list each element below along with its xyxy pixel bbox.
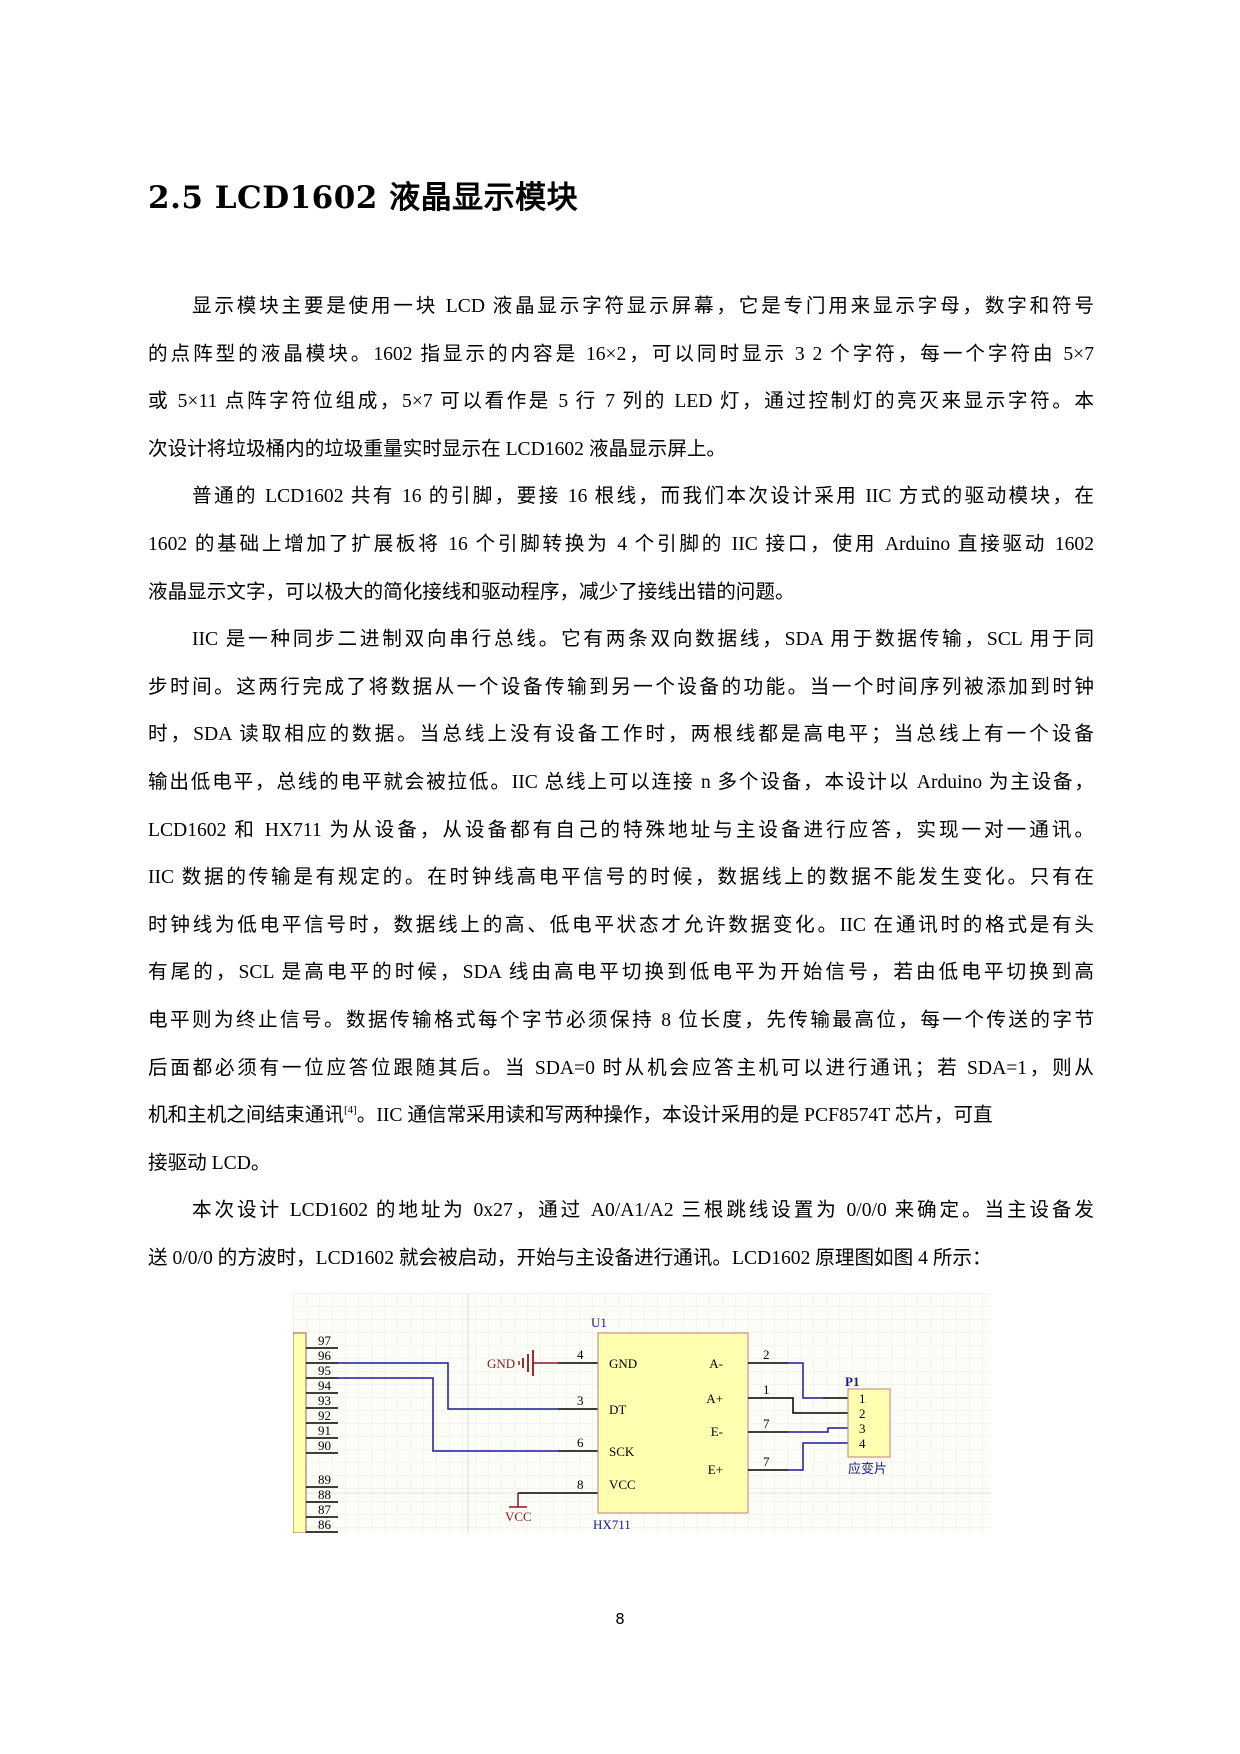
pin-number: 7 [763, 1454, 770, 1469]
pin-number: 6 [577, 1435, 584, 1450]
chip-pin-name: SCK [609, 1444, 635, 1459]
p1-name: 应变片 [848, 1461, 887, 1476]
chip-pin-name: GND [609, 1356, 637, 1371]
signal-wires [338, 1362, 558, 1452]
connector-pin-label: 93 [318, 1393, 331, 1408]
paragraph-3-line-6: IIC 数据的传输是有规定的。在时钟线高电平信号的时候，数据线上的数据不能发生变… [148, 867, 1094, 889]
paragraph-1-line-2: 的点阵型的液晶模块。1602 指显示的内容是 16×2，可以同时显示 3 2 个… [148, 343, 1094, 365]
connector-pin-label: 89 [318, 1472, 331, 1487]
pin-number: 1 [763, 1382, 770, 1397]
chip-pin-name: VCC [609, 1477, 636, 1492]
connector-pin-label: 88 [318, 1487, 331, 1502]
pin-number: 8 [577, 1477, 584, 1492]
vcc-symbol: VCC [505, 1492, 598, 1524]
chip-pin-name: E+ [708, 1462, 723, 1477]
paragraph-3-line-1: IIC 是一种同步二进制双向串行总线。它有两条双向数据线，SDA 用于数据传输，… [192, 629, 1094, 651]
gnd-symbol: GND [487, 1350, 598, 1376]
connector-pin-label: 95 [318, 1363, 331, 1378]
connector-pin-label: 96 [318, 1348, 332, 1363]
connector-pin-label: 86 [318, 1517, 332, 1532]
connector-pin-label: 90 [318, 1438, 331, 1453]
chip-pin-name: A- [709, 1356, 723, 1371]
connector-pin-label: 92 [318, 1408, 331, 1423]
connector-pin-label: 94 [318, 1378, 332, 1393]
paragraph-3-line-7: 时钟线为低电平信号时，数据线上的高、低电平状态才允许数据变化。IIC 在通讯时的… [148, 914, 1094, 936]
paragraph-3-line-10: 后面都必须有一位应答位跟随其后。当 SDA=0 时从机会应答主机可以进行通讯；若… [148, 1057, 1094, 1079]
pin-number: 7 [763, 1416, 770, 1431]
paragraph-2-line-1: 普通的 LCD1602 共有 16 的引脚，要接 16 根线，而我们本次设计采用… [192, 486, 1094, 508]
paragraph-4-line-1: 本次设计 LCD1602 的地址为 0x27，通过 A0/A1/A2 三根跳线设… [192, 1200, 1094, 1222]
vcc-label: VCC [505, 1509, 532, 1524]
paragraph-2-line-2: 1602 的基础上增加了扩展板将 16 个引脚转换为 4 个引脚的 IIC 接口… [148, 533, 1094, 555]
paragraph-2-line-3: 液晶显示文字，可以极大的简化接线和驱动程序，减少了接线出错的问题。 [148, 581, 795, 603]
citation-reference: [4] [343, 1104, 357, 1117]
connector-pin-label: 91 [318, 1423, 331, 1438]
p1-pin: 2 [859, 1406, 866, 1421]
chip-name: HX711 [593, 1517, 631, 1532]
gnd-label: GND [487, 1356, 515, 1371]
body-text: 显示模块主要是使用一块 LCD 液晶显示字符显示屏幕，它是专门用来显示字母，数字… [148, 283, 1094, 1282]
paragraph-3-line-11-text: 机和主机之间结束通讯 [148, 1105, 344, 1127]
paragraph-3-line-5: LCD1602 和 HX711 为从设备，从设备都有自己的特殊地址与主设备进行应… [148, 819, 1094, 841]
p1-pin: 4 [859, 1436, 866, 1451]
pin-number: 3 [577, 1393, 584, 1408]
chip-designator: U1 [591, 1315, 607, 1330]
p1-pin: 1 [859, 1391, 866, 1406]
paragraph-3-line-4: 输出低电平，总线的电平就会被拉低。IIC 总线上可以连接 n 多个设备，本设计以… [148, 771, 1094, 793]
paragraph-4-line-2: 送 0/0/0 的方波时，LCD1602 就会被启动，开始与主设备进行通讯。LC… [148, 1247, 992, 1269]
p1-pin: 3 [859, 1421, 866, 1436]
paragraph-1-line-3: 或 5×11 点阵字符位组成，5×7 可以看作是 5 行 7 列的 LED 灯，… [148, 391, 1094, 413]
paragraph-3-line-3: 时，SDA 读取相应的数据。当总线上没有设备工作时，两根线都是高电平；当总线上有… [148, 724, 1094, 746]
p1-designator: P1 [845, 1374, 859, 1389]
section-heading: 2.5 LCD1602 液晶显示模块 [148, 180, 579, 216]
paragraph-3-line-9: 电平则为终止信号。数据传输格式每个字节必须保持 8 位长度，先传输最高位，每一个… [148, 1009, 1094, 1031]
connector-pin-label: 87 [318, 1502, 332, 1517]
chip-pin-name: DT [609, 1402, 626, 1417]
chip-pin-name: A+ [706, 1391, 723, 1406]
hx711-chip: U1 GND DT SCK VCC A- A+ E- E+ HX711 [591, 1315, 749, 1532]
pin-number: 4 [577, 1347, 584, 1362]
paragraph-3-line-2: 步时间。这两行完成了将数据从一个设备传输到另一个设备的功能。当一个时间序列被添加… [148, 676, 1094, 698]
p1-strain-gauge-connector: P1 1 2 3 4 应变片 [845, 1374, 891, 1476]
paragraph-3-line-11-rest: 。IIC 通信常采用读和写两种操作，本设计采用的是 PCF8574T 芯片，可直 [356, 1105, 993, 1127]
connector-pin-label: 97 [318, 1333, 332, 1348]
paragraph-3-line-12: 接驱动 LCD。 [148, 1152, 271, 1174]
paragraph-3-line-11: 机和主机之间结束通讯[4]。IIC 通信常采用读和写两种操作，本设计采用的是 P… [148, 1092, 1094, 1140]
paragraph-3-line-8: 有尾的，SCL 是高电平的时候，SDA 线由高电平切换到低电平为开始信号，若由低… [148, 962, 1094, 984]
paragraph-1-line-4: 次设计将垃圾桶内的垃圾重量实时显示在 LCD1602 液晶显示屏上。 [148, 438, 727, 460]
pin-number: 2 [763, 1347, 770, 1362]
chip-pin-name: E- [711, 1424, 723, 1439]
schematic-figure: 97 96 95 94 93 92 91 90 89 88 87 86 [288, 1293, 991, 1535]
paragraph-1-line-1: 显示模块主要是使用一块 LCD 液晶显示字符显示屏幕，它是专门用来显示字母，数字… [192, 296, 1094, 317]
page-number: 8 [615, 1610, 625, 1628]
